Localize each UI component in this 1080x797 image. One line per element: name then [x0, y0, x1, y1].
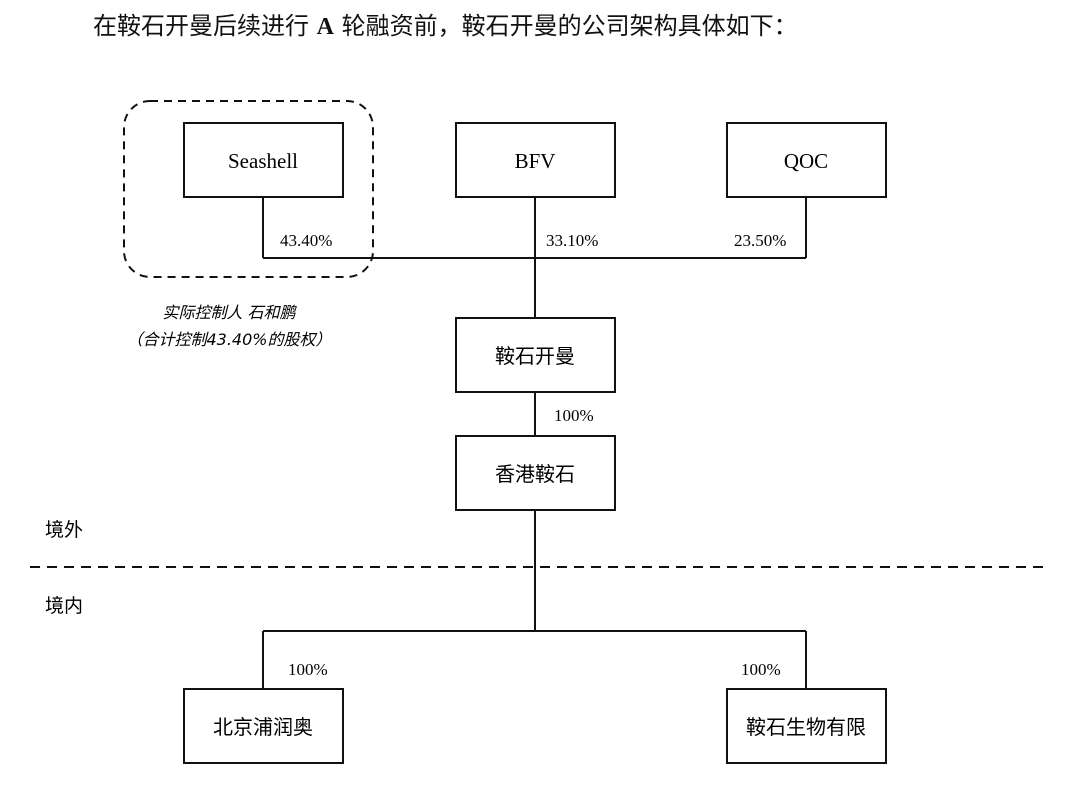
entity-name-hk: 香港鞍石: [495, 462, 575, 486]
subsidiary-connectors: [262, 510, 807, 689]
intro-prefix: 在鞍石开曼后续进行: [93, 12, 317, 40]
shareholder-connectors: [262, 197, 807, 318]
shareholder-box-bfv: BFV: [455, 122, 616, 198]
pct-seashell: 43.40%: [280, 231, 332, 250]
pct-bio: 100%: [741, 660, 781, 679]
shareholder-name-qoc: QOC: [784, 149, 828, 173]
entity-box-bio: 鞍石生物有限: [726, 688, 887, 764]
shareholder-box-seashell: Seashell: [183, 122, 344, 198]
entity-box-hk: 香港鞍石: [455, 435, 616, 511]
entity-name-beijing: 北京浦润奥: [213, 715, 313, 739]
controller-note-line1: 实际控制人 石和鹏: [162, 303, 297, 322]
pct-beijing: 100%: [288, 660, 328, 679]
pct-bfv: 33.10%: [546, 231, 598, 250]
shareholder-box-qoc: QOC: [726, 122, 887, 198]
region-label-onshore: 境内: [45, 595, 83, 617]
entity-box-cayman: 鞍石开曼: [455, 317, 616, 393]
intro-sentence: 在鞍石开曼后续进行 A 轮融资前，鞍石开曼的公司架构具体如下：: [93, 6, 798, 41]
shareholder-name-bfv: BFV: [515, 149, 556, 173]
intro-suffix: 轮融资前，鞍石开曼的公司架构具体如下：: [333, 12, 798, 40]
region-label-offshore: 境外: [45, 519, 83, 541]
entity-name-cayman: 鞍石开曼: [495, 344, 575, 368]
shareholder-name-seashell: Seashell: [228, 149, 298, 173]
entity-box-beijing: 北京浦润奥: [183, 688, 344, 764]
controller-group-outline: [123, 100, 374, 278]
pct-qoc: 23.50%: [734, 231, 786, 250]
controller-note-line2: （合计控制43.40%的股权）: [126, 330, 331, 349]
entity-name-bio: 鞍石生物有限: [746, 715, 866, 739]
intro-highlight: A: [316, 14, 334, 40]
pct-cayman-hk: 100%: [554, 406, 594, 425]
